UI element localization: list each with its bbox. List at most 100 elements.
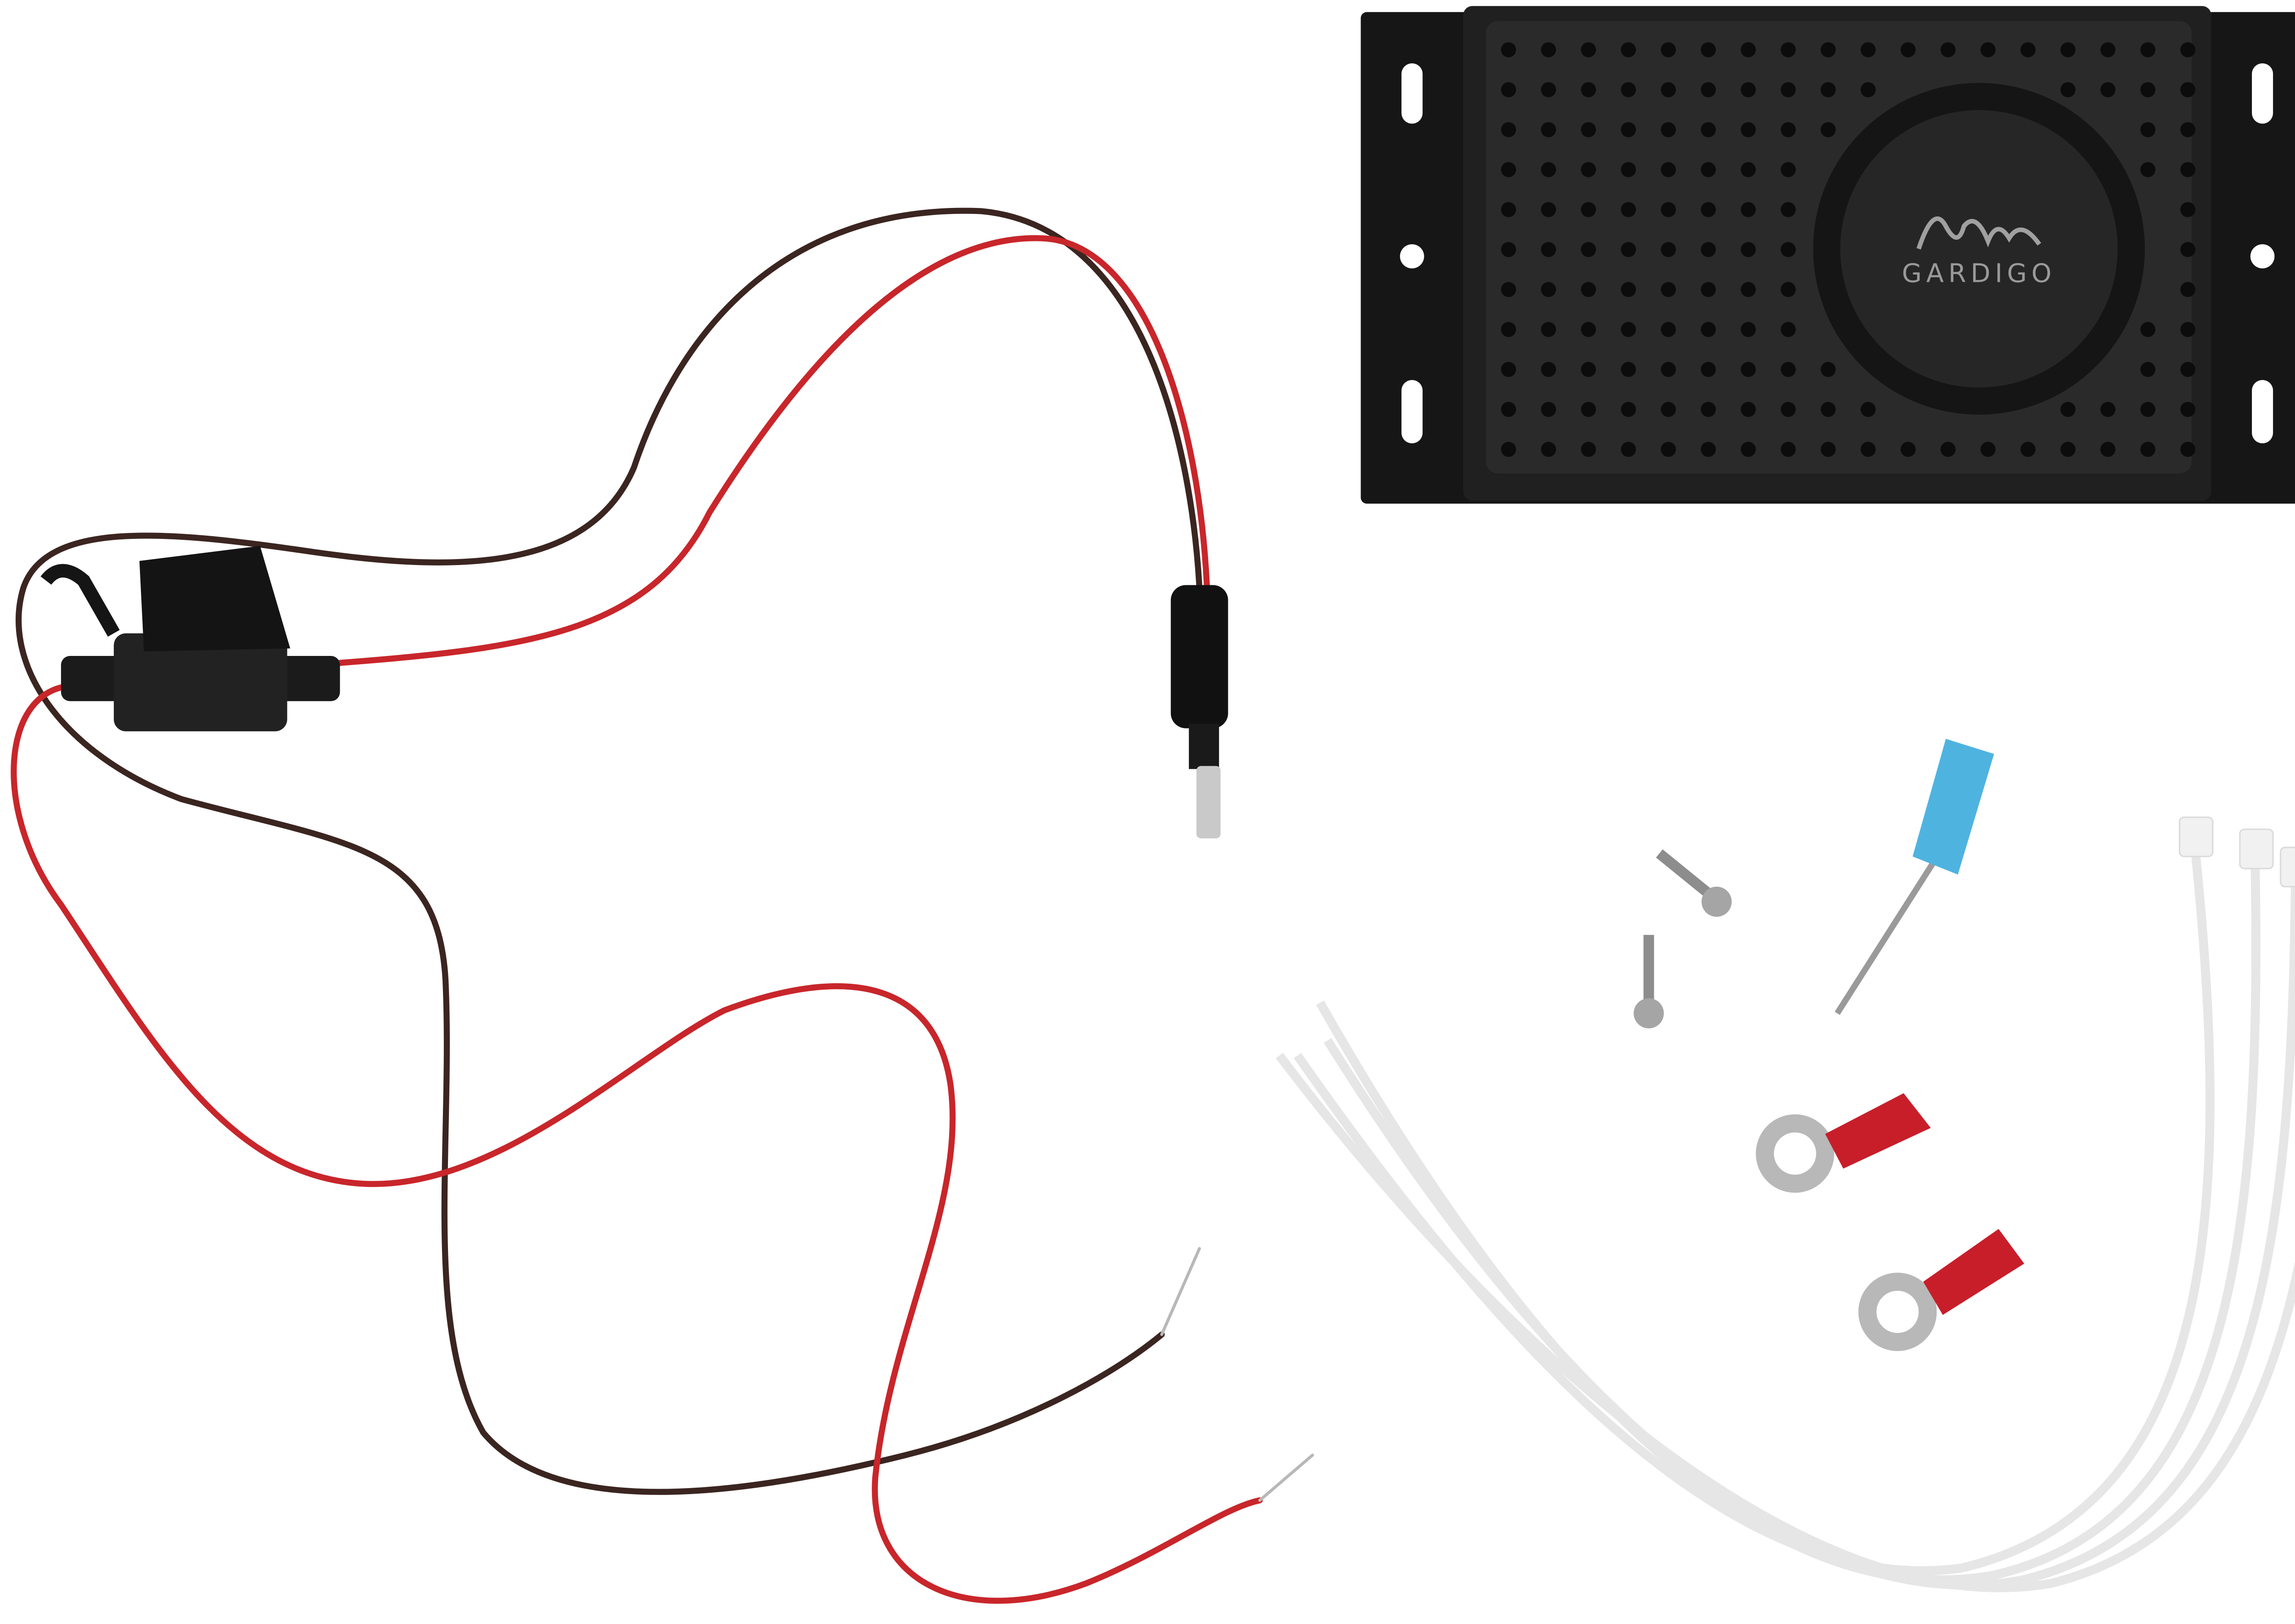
grille-hole (2100, 42, 2116, 57)
grille-hole (1741, 242, 1756, 258)
grille-hole (1701, 442, 1716, 457)
grille-hole (1581, 402, 1596, 417)
grille-hole (1581, 442, 1596, 457)
grille-hole (1820, 442, 1836, 457)
grille-hole (2180, 82, 2195, 97)
grille-hole (1541, 82, 1556, 97)
mounting-holes (1400, 63, 2275, 443)
grille-hole (2100, 82, 2116, 97)
grille-hole (1581, 202, 1596, 218)
grille-hole (1860, 42, 1876, 57)
grille-hole (1621, 162, 1636, 177)
grille-hole (2180, 122, 2195, 137)
grille-hole (2020, 42, 2036, 57)
grille-hole (2180, 322, 2195, 337)
grille-hole (1701, 162, 1716, 177)
grille-hole (1621, 202, 1636, 218)
speaker-grille (1501, 42, 2195, 457)
grille-hole (2020, 442, 2036, 457)
grille-hole (1501, 82, 1516, 97)
grille-hole (1581, 42, 1596, 57)
grille-hole (1701, 282, 1716, 297)
grille-hole (1860, 402, 1876, 417)
grille-hole (2180, 242, 2195, 258)
grille-hole (1661, 442, 1676, 457)
grille-hole (1780, 442, 1796, 457)
grille-hole (1661, 82, 1676, 97)
grille-hole (2140, 322, 2155, 337)
grille-hole (2180, 282, 2195, 297)
grille-hole (2140, 82, 2155, 97)
grille-hole (1741, 42, 1756, 57)
grille-hole (2180, 162, 2195, 177)
grille-hole (1940, 442, 1956, 457)
grille-hole (1541, 442, 1556, 457)
grille-hole (1780, 402, 1796, 417)
grille-hole (1541, 42, 1556, 57)
grille-hole (2140, 362, 2155, 377)
grille-hole (1581, 362, 1596, 377)
grille-hole (2060, 402, 2076, 417)
grille-hole (1900, 42, 1916, 57)
grille-hole (1501, 162, 1516, 177)
grille-hole (1860, 82, 1876, 97)
grille-hole (1741, 322, 1756, 337)
grille-hole (1661, 122, 1676, 137)
grille-hole (1701, 362, 1716, 377)
alarm-unit: GARDIGO (1360, 6, 2295, 504)
grille-hole (1621, 362, 1636, 377)
grille-hole (1780, 242, 1796, 258)
grille-hole (1741, 362, 1756, 377)
grille-hole (2180, 442, 2195, 457)
grille-hole (1980, 442, 1996, 457)
grille-hole (1541, 242, 1556, 258)
grille-hole (2180, 202, 2195, 218)
gardigo-logo: GARDIGO (1902, 216, 2052, 288)
grille-hole (1541, 122, 1556, 137)
grille-hole (2140, 162, 2155, 177)
grille-hole (1661, 362, 1676, 377)
grille-hole (1820, 122, 1836, 137)
grille-hole (1581, 82, 1596, 97)
grille-hole (1501, 202, 1516, 218)
grille-hole (1581, 122, 1596, 137)
grille-hole (1701, 202, 1716, 218)
grille-hole (1661, 42, 1676, 57)
grille-hole (1581, 242, 1596, 258)
grille-hole (1780, 282, 1796, 297)
grille-hole (1621, 242, 1636, 258)
grille-hole (1501, 122, 1516, 137)
grille-hole (1820, 402, 1836, 417)
grille-hole (1541, 162, 1556, 177)
grille-hole (1661, 322, 1676, 337)
grille-hole (2180, 362, 2195, 377)
grille-hole (2100, 402, 2116, 417)
grille-hole (1581, 282, 1596, 297)
grille-hole (1501, 322, 1516, 337)
screwdriver (1835, 739, 1994, 1015)
grille-hole (1661, 242, 1676, 258)
grille-hole (1701, 122, 1716, 137)
grille-hole (1741, 202, 1756, 218)
grille-hole (1820, 42, 1836, 57)
grille-hole (2100, 442, 2116, 457)
grille-hole (1621, 322, 1636, 337)
grille-hole (1621, 122, 1636, 137)
grille-hole (1701, 402, 1716, 417)
grille-hole (2180, 402, 2195, 417)
grille-hole (1701, 42, 1716, 57)
grille-hole (1501, 442, 1516, 457)
grille-hole (2060, 82, 2076, 97)
grille-hole (1541, 362, 1556, 377)
grille-hole (1701, 322, 1716, 337)
grille-hole (1741, 442, 1756, 457)
grille-hole (1780, 122, 1796, 137)
cable-ties (1276, 816, 2295, 1592)
grille-hole (1501, 242, 1516, 258)
grille-hole (1900, 442, 1916, 457)
grille-hole (1621, 82, 1636, 97)
grille-hole (2140, 42, 2155, 57)
power-cable (11, 207, 1314, 1604)
grille-hole (1661, 402, 1676, 417)
grille-hole (2140, 442, 2155, 457)
